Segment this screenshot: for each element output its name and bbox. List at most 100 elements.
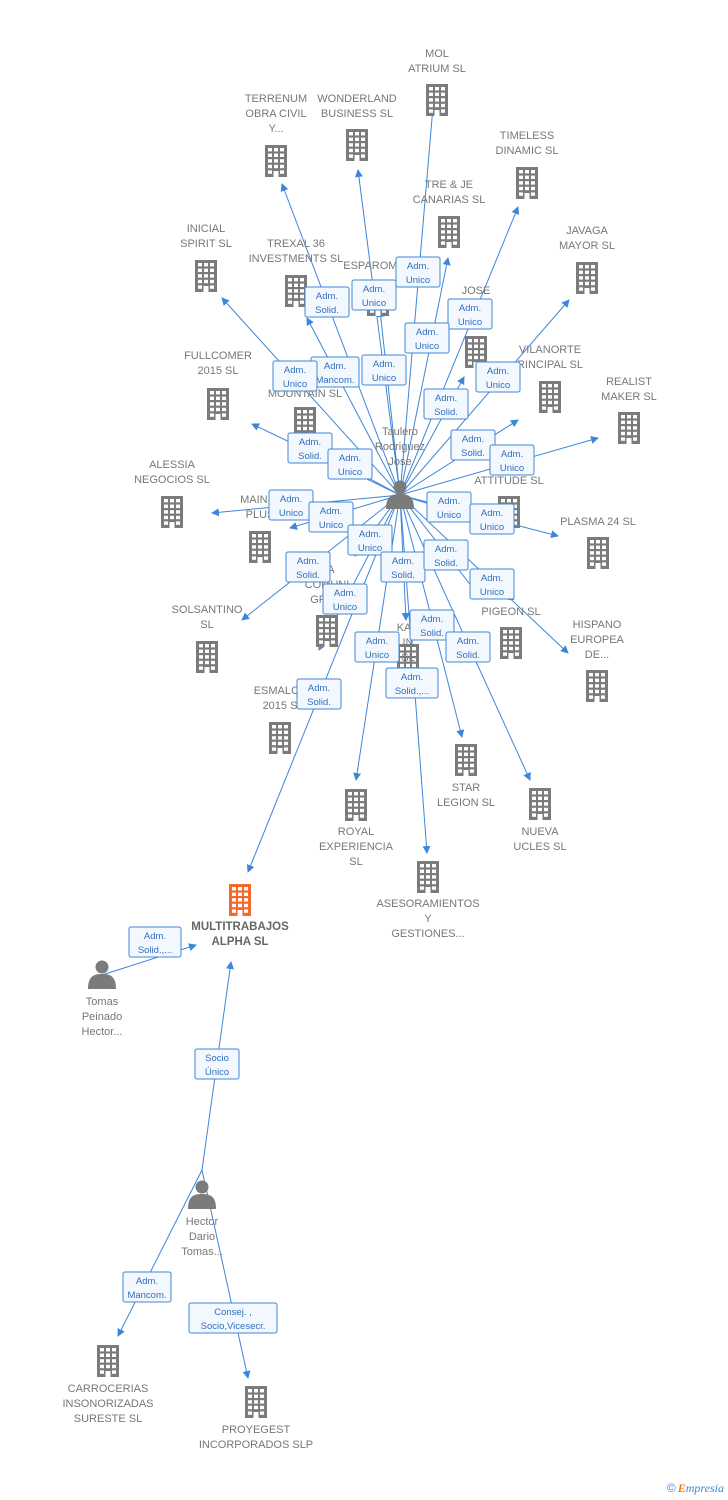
relation-edge-taulero-esparomce [376, 309, 401, 496]
relation-tag[interactable]: Adm.Unico [489, 444, 535, 476]
relation-tag[interactable]: Adm.Solid. [380, 551, 426, 583]
relation-tag[interactable]: Adm.Solid. [304, 286, 350, 318]
relation-tag[interactable]: Adm.Unico [347, 524, 393, 556]
person-icon[interactable] [386, 480, 414, 510]
tag-role: Adm. [435, 544, 457, 555]
relation-tag[interactable]: Adm.Solid. [287, 432, 333, 464]
relation-tag[interactable]: Consej. ,Socio,Vicesecr. [188, 1302, 278, 1334]
relation-tag[interactable]: Adm.Solid. [409, 609, 455, 641]
node-label-line: Tomas [86, 996, 119, 1008]
relation-tag[interactable]: Adm.Unico [361, 354, 407, 386]
relation-tag[interactable]: Adm.Solid.,... [128, 926, 182, 958]
edge-layer [101, 94, 599, 1379]
company-icon[interactable] [97, 1345, 119, 1377]
relation-tag[interactable]: Adm.Unico [475, 361, 521, 393]
company-icon[interactable] [586, 670, 608, 702]
relation-tag[interactable]: Adm.Unico [426, 491, 472, 523]
company-icon[interactable] [207, 388, 229, 420]
node-mountain[interactable]: MOUNTAIN SL [268, 388, 342, 439]
relation-tag[interactable]: Adm.Solid. [423, 539, 469, 571]
node-tomas[interactable]: TomasPeinadoHector... [82, 960, 123, 1039]
relation-tag[interactable]: Adm.Solid. [285, 551, 331, 583]
node-hector[interactable]: HectorDarioTomas... [181, 1180, 223, 1259]
company-icon[interactable] [346, 129, 368, 161]
relation-tag[interactable]: Adm.Unico [272, 360, 318, 392]
company-icon[interactable] [195, 260, 217, 292]
company-icon[interactable] [345, 789, 367, 821]
relation-tag[interactable]: Adm.Unico [327, 448, 373, 480]
relation-tag[interactable]: Adm.Unico [395, 256, 441, 288]
company-icon[interactable] [417, 861, 439, 893]
tag-detail: Unico [480, 522, 504, 533]
company-icon[interactable] [161, 496, 183, 528]
relation-tag[interactable]: Adm.Unico [351, 279, 397, 311]
person-icon[interactable] [88, 960, 116, 990]
company-icon[interactable] [285, 275, 307, 307]
company-icon[interactable] [516, 167, 538, 199]
relation-tag[interactable]: Adm.Unico [308, 501, 354, 533]
relation-tag[interactable]: Adm.Unico [469, 568, 515, 600]
relation-tag[interactable]: Adm.Unico [469, 503, 515, 535]
relation-tag[interactable]: Adm.Solid. [423, 388, 469, 420]
tag-role: Adm. [144, 931, 166, 942]
tag-role: Adm. [407, 261, 429, 272]
company-icon[interactable] [265, 145, 287, 177]
company-icon[interactable] [316, 615, 338, 647]
node-label-line: VILANORTE [519, 344, 581, 356]
company-icon[interactable] [196, 641, 218, 673]
relation-tag[interactable]: Adm.Unico [447, 298, 493, 330]
relation-tag[interactable]: Adm.Unico [354, 631, 400, 663]
company-icon[interactable] [529, 788, 551, 820]
company-icon[interactable] [587, 537, 609, 569]
relation-tag[interactable]: Adm.Solid. [296, 678, 342, 710]
node-plasma[interactable]: PLASMA 24 SL [560, 516, 636, 569]
node-hispano[interactable]: HISPANOEUROPEADE... [570, 619, 625, 702]
company-icon[interactable] [249, 531, 271, 563]
relation-tag[interactable]: Adm.Mancom. [122, 1271, 172, 1303]
tag-role: Adm. [308, 683, 330, 694]
person-icon[interactable] [188, 1180, 216, 1210]
relation-tag[interactable]: Adm.Mancom. [310, 356, 360, 388]
relation-tag[interactable]: Adm.Solid. [445, 631, 491, 663]
relation-tag[interactable]: Adm.Solid. [450, 429, 496, 461]
focus-company-icon[interactable] [229, 884, 251, 916]
relation-tag[interactable]: Adm.Solid.,... [385, 667, 439, 699]
company-icon[interactable] [455, 744, 477, 776]
node-pigeon[interactable]: EPIGEON SL [481, 591, 541, 659]
node-asesoramientos[interactable]: ASESORAMIENTOSYGESTIONES... [376, 861, 480, 940]
company-icon[interactable] [539, 381, 561, 413]
company-icon[interactable] [576, 262, 598, 294]
company-icon[interactable] [438, 216, 460, 248]
relation-tag[interactable]: Adm.Unico [404, 322, 450, 354]
company-icon[interactable] [618, 412, 640, 444]
relation-tag[interactable]: Adm.Unico [268, 489, 314, 521]
company-icon[interactable] [500, 627, 522, 659]
relation-tag-layer: Adm.UnicoAdm.UnicoAdm.Solid.Adm.UnicoAdm… [122, 256, 535, 1334]
company-icon[interactable] [269, 722, 291, 754]
relation-tag[interactable]: Adm.Unico [322, 583, 368, 615]
company-icon[interactable] [426, 84, 448, 116]
company-icon[interactable] [245, 1386, 267, 1418]
